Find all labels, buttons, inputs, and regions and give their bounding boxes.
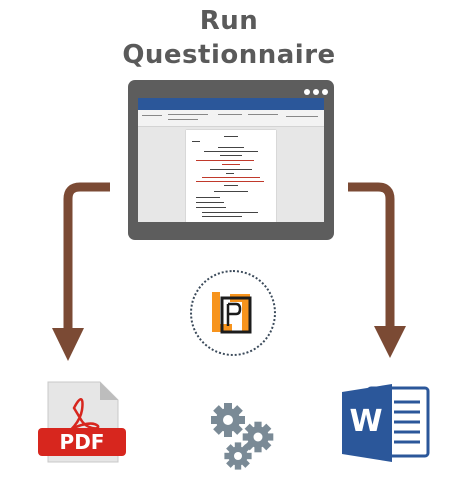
window-dot [304,89,310,95]
window-dot [313,89,319,95]
title-line-1: Run [199,6,259,36]
word-document-preview [138,98,324,222]
left-arrow [52,182,110,361]
ribbon [138,110,324,127]
right-arrow [348,182,406,358]
document-area [138,127,324,222]
word-letter: W [349,404,383,439]
logo-badge [190,270,276,356]
document-page [186,130,276,222]
titlebar [138,98,324,105]
ribbon-tabs [138,105,324,110]
window-dot [322,89,328,95]
word-file-icon [342,384,430,462]
title-line-2: Questionnaire [122,40,336,70]
pdf-label: PDF [59,430,105,454]
document-screen [128,80,334,240]
brand-logo-icon [212,292,252,334]
